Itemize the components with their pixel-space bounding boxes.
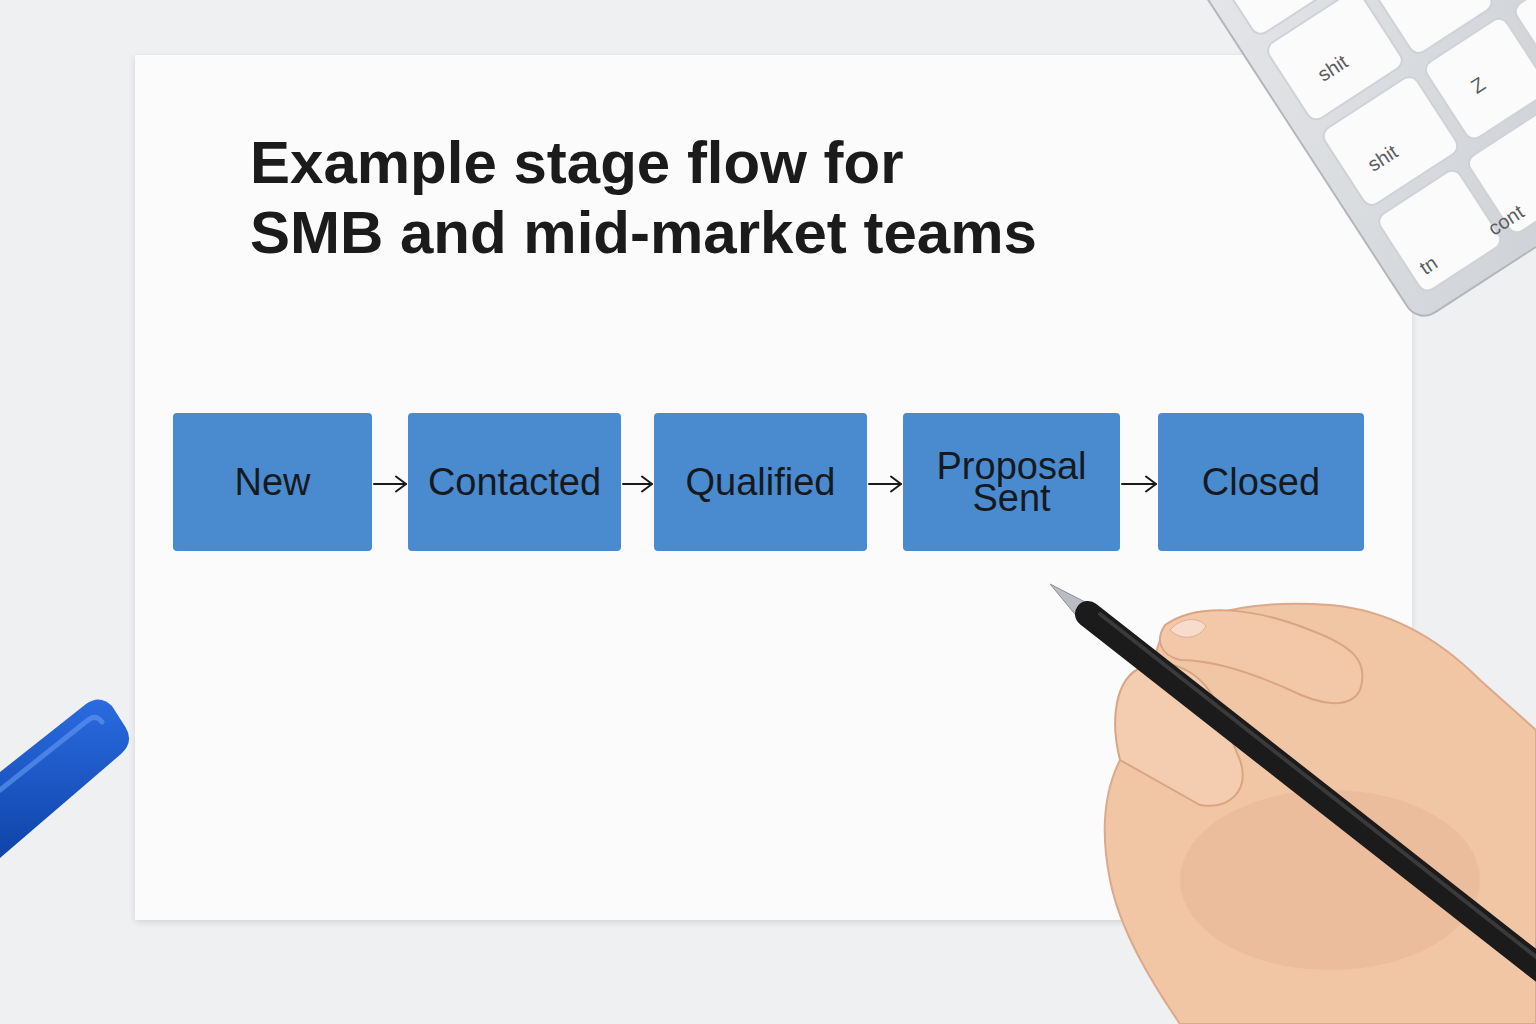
- key-label: shit: [1364, 140, 1402, 175]
- stage-box: Proposal Sent: [903, 413, 1120, 551]
- marker-cap: [0, 699, 129, 858]
- paper-sheet: [135, 55, 1412, 920]
- flow-arrow: [869, 477, 901, 492]
- stage-box: Contacted: [408, 413, 621, 551]
- flow-arrow: [623, 477, 652, 492]
- key-label: cont: [1484, 200, 1528, 239]
- key-label: tn: [1415, 251, 1441, 279]
- stage-box: Closed: [1158, 413, 1364, 551]
- stage-box: New: [173, 413, 372, 551]
- stage-label: Qualified: [686, 466, 836, 498]
- hand-index-finger: [1160, 610, 1363, 703]
- flow-arrow: [1122, 477, 1156, 492]
- stage-label: Proposal Sent: [915, 450, 1108, 514]
- flow-arrow: [374, 477, 406, 492]
- key-label: shit: [1314, 50, 1352, 85]
- stage-label: Contacted: [428, 466, 601, 498]
- finger-nail: [1170, 620, 1206, 638]
- stage-box: Qualified: [654, 413, 867, 551]
- page-title: Example stage flow for SMB and mid-marke…: [250, 128, 1038, 268]
- key-label: Z: [1467, 72, 1489, 97]
- stage-label: New: [234, 466, 310, 498]
- keyboard: [1164, 0, 1536, 323]
- stage-label: Closed: [1202, 466, 1320, 498]
